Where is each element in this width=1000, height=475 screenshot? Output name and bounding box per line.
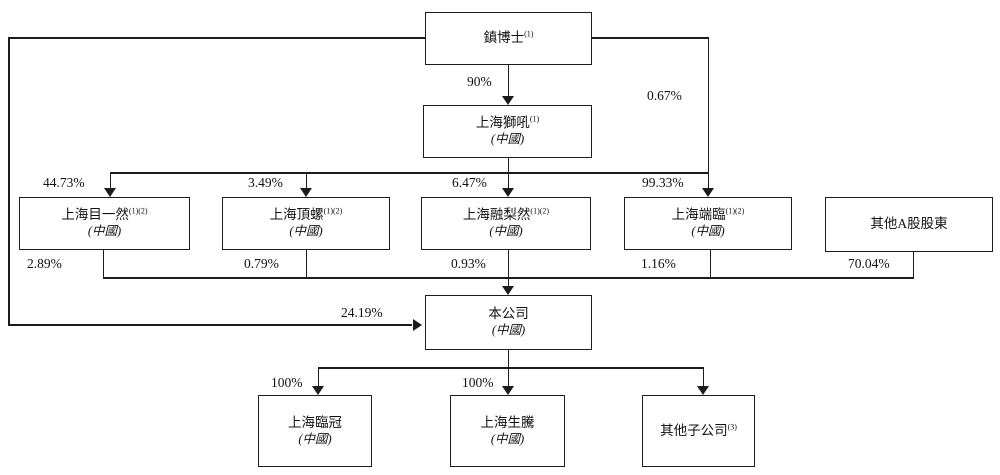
node-rongliran-label: 上海融梨然 [462, 207, 531, 223]
node-dingluo-label: 上海頂螺 [269, 207, 324, 223]
footnote-ref: (1)(2) [530, 206, 550, 216]
node-other-a-shareholders: 其他A股股東 [825, 197, 993, 252]
node-shanghai-shengteng: 上海生騰 (中國) [450, 395, 565, 467]
pct-zhen-to-shihou: 90% [467, 74, 492, 89]
arrowhead-into-dingluo [300, 188, 312, 197]
stub-rongliran-down [507, 250, 509, 278]
node-company-label: 本公司 [488, 306, 529, 322]
node-linguan-country: (中國) [298, 431, 332, 446]
node-muyiran-label: 上海目一然 [61, 207, 129, 223]
pct-zhen-to-company: 24.19% [341, 305, 383, 320]
node-muyiran-country: (中國) [87, 224, 122, 239]
pct-rongliran-to-company: 0.93% [451, 256, 486, 271]
arrowhead-into-rongliran [502, 188, 514, 197]
pct-zhen-to-duanlin: 0.67% [647, 88, 682, 103]
arrowhead-into-shengteng [502, 386, 514, 395]
drop-to-other-subsidiaries [702, 367, 704, 386]
pct-shihou-to-muyiran: 44.73% [43, 175, 85, 190]
pct-shihou-to-rongliran: 6.47% [452, 175, 487, 190]
node-company-country: (中國) [491, 323, 526, 338]
stub-muyiran-down [102, 250, 104, 278]
connector-zhen-right-horizontal [591, 37, 709, 39]
drop-to-dingluo [305, 172, 307, 188]
connector-collector-to-company [507, 277, 509, 287]
node-shanghai-linguan: 上海臨冠 (中國) [258, 395, 372, 467]
node-company: 本公司 (中國) [425, 295, 592, 350]
node-shanghai-duanlin: 上海端臨(1)(2) (中國) [624, 197, 792, 250]
node-shanghai-rongliran: 上海融梨然(1)(2) (中國) [421, 197, 591, 250]
arrowhead-into-duanlin [702, 188, 714, 197]
pct-dingluo-to-company: 0.79% [244, 256, 279, 271]
node-other-a-label: 其他A股股東 [870, 216, 948, 232]
drop-to-shengteng [507, 367, 509, 386]
pct-shihou-to-duanlin: 99.33% [642, 175, 684, 190]
stub-duanlin-down [709, 250, 711, 278]
node-shihou-country: (中國) [490, 132, 525, 147]
node-duanlin-country: (中國) [691, 224, 725, 239]
node-duanlin-label: 上海端臨 [671, 207, 726, 223]
pct-company-to-shengteng: 100% [462, 375, 494, 390]
node-linguan-label: 上海臨冠 [288, 414, 342, 430]
connector-left-edge-vertical [8, 37, 10, 325]
stub-dingluo-down [305, 250, 307, 278]
node-shanghai-muyiran: 上海目一然(1)(2) (中國) [19, 197, 190, 250]
footnote-ref: (1)(2) [323, 206, 343, 216]
stub-other-a-down [912, 252, 914, 278]
node-shengteng-label: 上海生騰 [480, 414, 535, 430]
node-dingluo-country: (中國) [289, 224, 323, 239]
arrowhead-into-linguan [312, 386, 324, 395]
node-zhen-boshi: 鎮博士(1) [425, 12, 592, 65]
connector-zhen-to-duanlin-vertical [707, 37, 709, 188]
drop-to-muyiran [109, 172, 111, 188]
pct-muyiran-to-company: 2.89% [27, 256, 62, 271]
node-shihou-label: 上海獅吼 [475, 115, 530, 131]
footnote-ref: (3) [727, 422, 737, 432]
node-other-subsidiaries-label: 其他子公司 [660, 422, 728, 438]
footnote-ref: (1) [529, 114, 540, 124]
node-shanghai-dingluo: 上海頂螺(1)(2) (中國) [222, 197, 390, 250]
connector-zhen-left-horizontal [8, 37, 425, 39]
arrowhead-into-company-top [502, 286, 514, 295]
footnote-ref: (1)(2) [128, 206, 148, 216]
pct-duanlin-to-company: 1.16% [641, 256, 676, 271]
arrowhead-into-muyiran [104, 188, 116, 197]
footnote-ref: (1) [524, 29, 534, 39]
pct-shihou-to-dingluo: 3.49% [248, 175, 283, 190]
footnote-ref: (1)(2) [725, 206, 745, 216]
connector-company-down [507, 350, 509, 368]
drop-to-linguan [317, 367, 319, 386]
connector-zhen-to-company-horizontal [8, 324, 412, 326]
connector-zhen-to-shihou [507, 65, 509, 96]
arrowhead-into-shihou [502, 96, 514, 105]
arrowhead-into-other-subsidiaries [697, 386, 709, 395]
arrowhead-into-company-left [413, 319, 422, 331]
node-zhen-label: 鎮博士 [483, 30, 525, 46]
node-shanghai-shihou: 上海獅吼(1) (中國) [423, 105, 592, 158]
node-shengteng-country: (中國) [490, 431, 525, 446]
pct-other-a-to-company: 70.04% [848, 256, 890, 271]
node-rongliran-country: (中國) [489, 224, 523, 239]
pct-company-to-linguan: 100% [271, 375, 303, 390]
branch-line-subsidiaries [318, 367, 704, 369]
distribution-line-shihou [110, 172, 709, 174]
node-other-subsidiaries: 其他子公司(3) [642, 395, 755, 467]
